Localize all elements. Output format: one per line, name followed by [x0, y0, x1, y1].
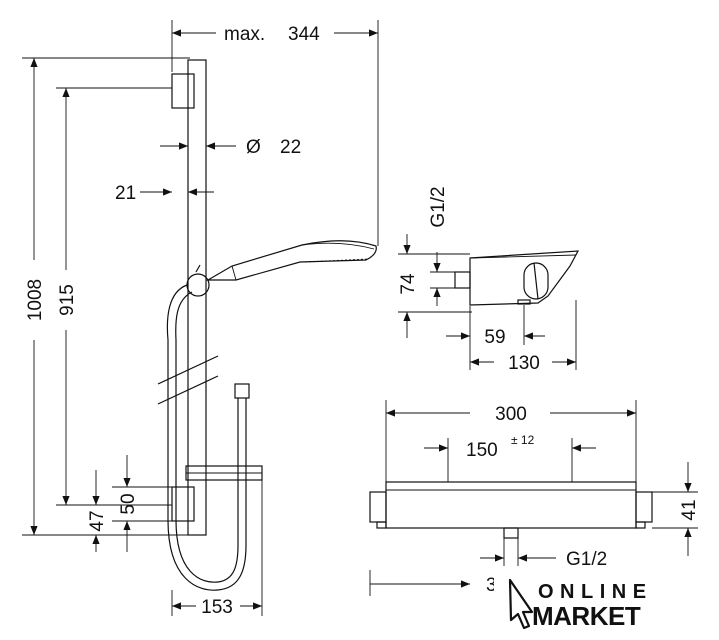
- online-market-logo: ONLINE MARKET: [494, 574, 660, 632]
- max-value: 344: [288, 24, 320, 45]
- left-cap: [369, 491, 387, 523]
- dim-41-label: 41: [679, 499, 700, 520]
- dim-1008: 1008: [22, 57, 190, 536]
- dim-153: 153: [171, 480, 263, 618]
- shower-rail: [187, 59, 207, 536]
- dim-74: 74: [398, 252, 472, 338]
- bottom-bracket: [171, 486, 195, 522]
- dim-21-label: 21: [115, 183, 136, 204]
- dim-50-label: 50: [118, 493, 139, 514]
- brand-line1: ONLINE: [538, 581, 653, 603]
- dim-915: 915: [56, 87, 172, 506]
- dim-1008-label: 1008: [25, 279, 46, 321]
- dim-50: 50: [112, 455, 172, 552]
- top-bracket: [171, 73, 195, 109]
- dim-300: 300: [385, 400, 637, 482]
- max-label: max.: [224, 24, 265, 45]
- dim-partial-label: 3: [486, 575, 497, 596]
- cursor-icon: [508, 578, 534, 630]
- thread-vertical-label: G1/2: [428, 186, 449, 227]
- diameter-value: 22: [280, 137, 301, 158]
- dim-diameter-22: Ø 22: [160, 137, 301, 158]
- diameter-symbol: Ø: [246, 137, 261, 158]
- dim-150: 150 ± 12: [424, 433, 596, 482]
- dim-partial: 3: [369, 570, 497, 596]
- brand-line2: MARKET: [532, 601, 641, 631]
- dim-150-label: 150: [466, 440, 498, 461]
- hand-shower: [205, 240, 377, 281]
- dim-41: 41: [652, 462, 700, 556]
- dim-153-label: 153: [201, 597, 233, 618]
- outlet: [503, 527, 519, 539]
- thermostat-body-side: [469, 250, 580, 306]
- shower-hose: [166, 284, 247, 591]
- dim-130: 130: [470, 300, 577, 374]
- thermostat-front-view: [369, 481, 653, 539]
- dim-59-label: 59: [484, 327, 505, 348]
- inlet-stub: [454, 271, 471, 289]
- knob-side: [523, 262, 549, 300]
- dim-max-344: max. 344: [171, 20, 379, 246]
- tolerance-label: ± 12: [511, 433, 535, 447]
- dim-thread-horizontal: G1/2: [480, 538, 607, 570]
- dim-74-label: 74: [398, 273, 419, 295]
- dim-130-label: 130: [508, 353, 540, 374]
- shower-rail-drawing: [157, 59, 377, 591]
- dim-915-label: 915: [57, 284, 78, 316]
- dim-300-label: 300: [495, 404, 527, 425]
- dim-21: 21: [115, 183, 214, 204]
- right-cap: [635, 491, 653, 523]
- thermostat-body-front: [385, 481, 637, 529]
- dim-47: 47: [84, 470, 110, 552]
- dim-thread-vertical: G1/2: [398, 186, 470, 255]
- thread-horizontal-label: G1/2: [566, 549, 607, 570]
- dim-47-label: 47: [87, 510, 108, 531]
- thermostat-side-view: [454, 250, 580, 306]
